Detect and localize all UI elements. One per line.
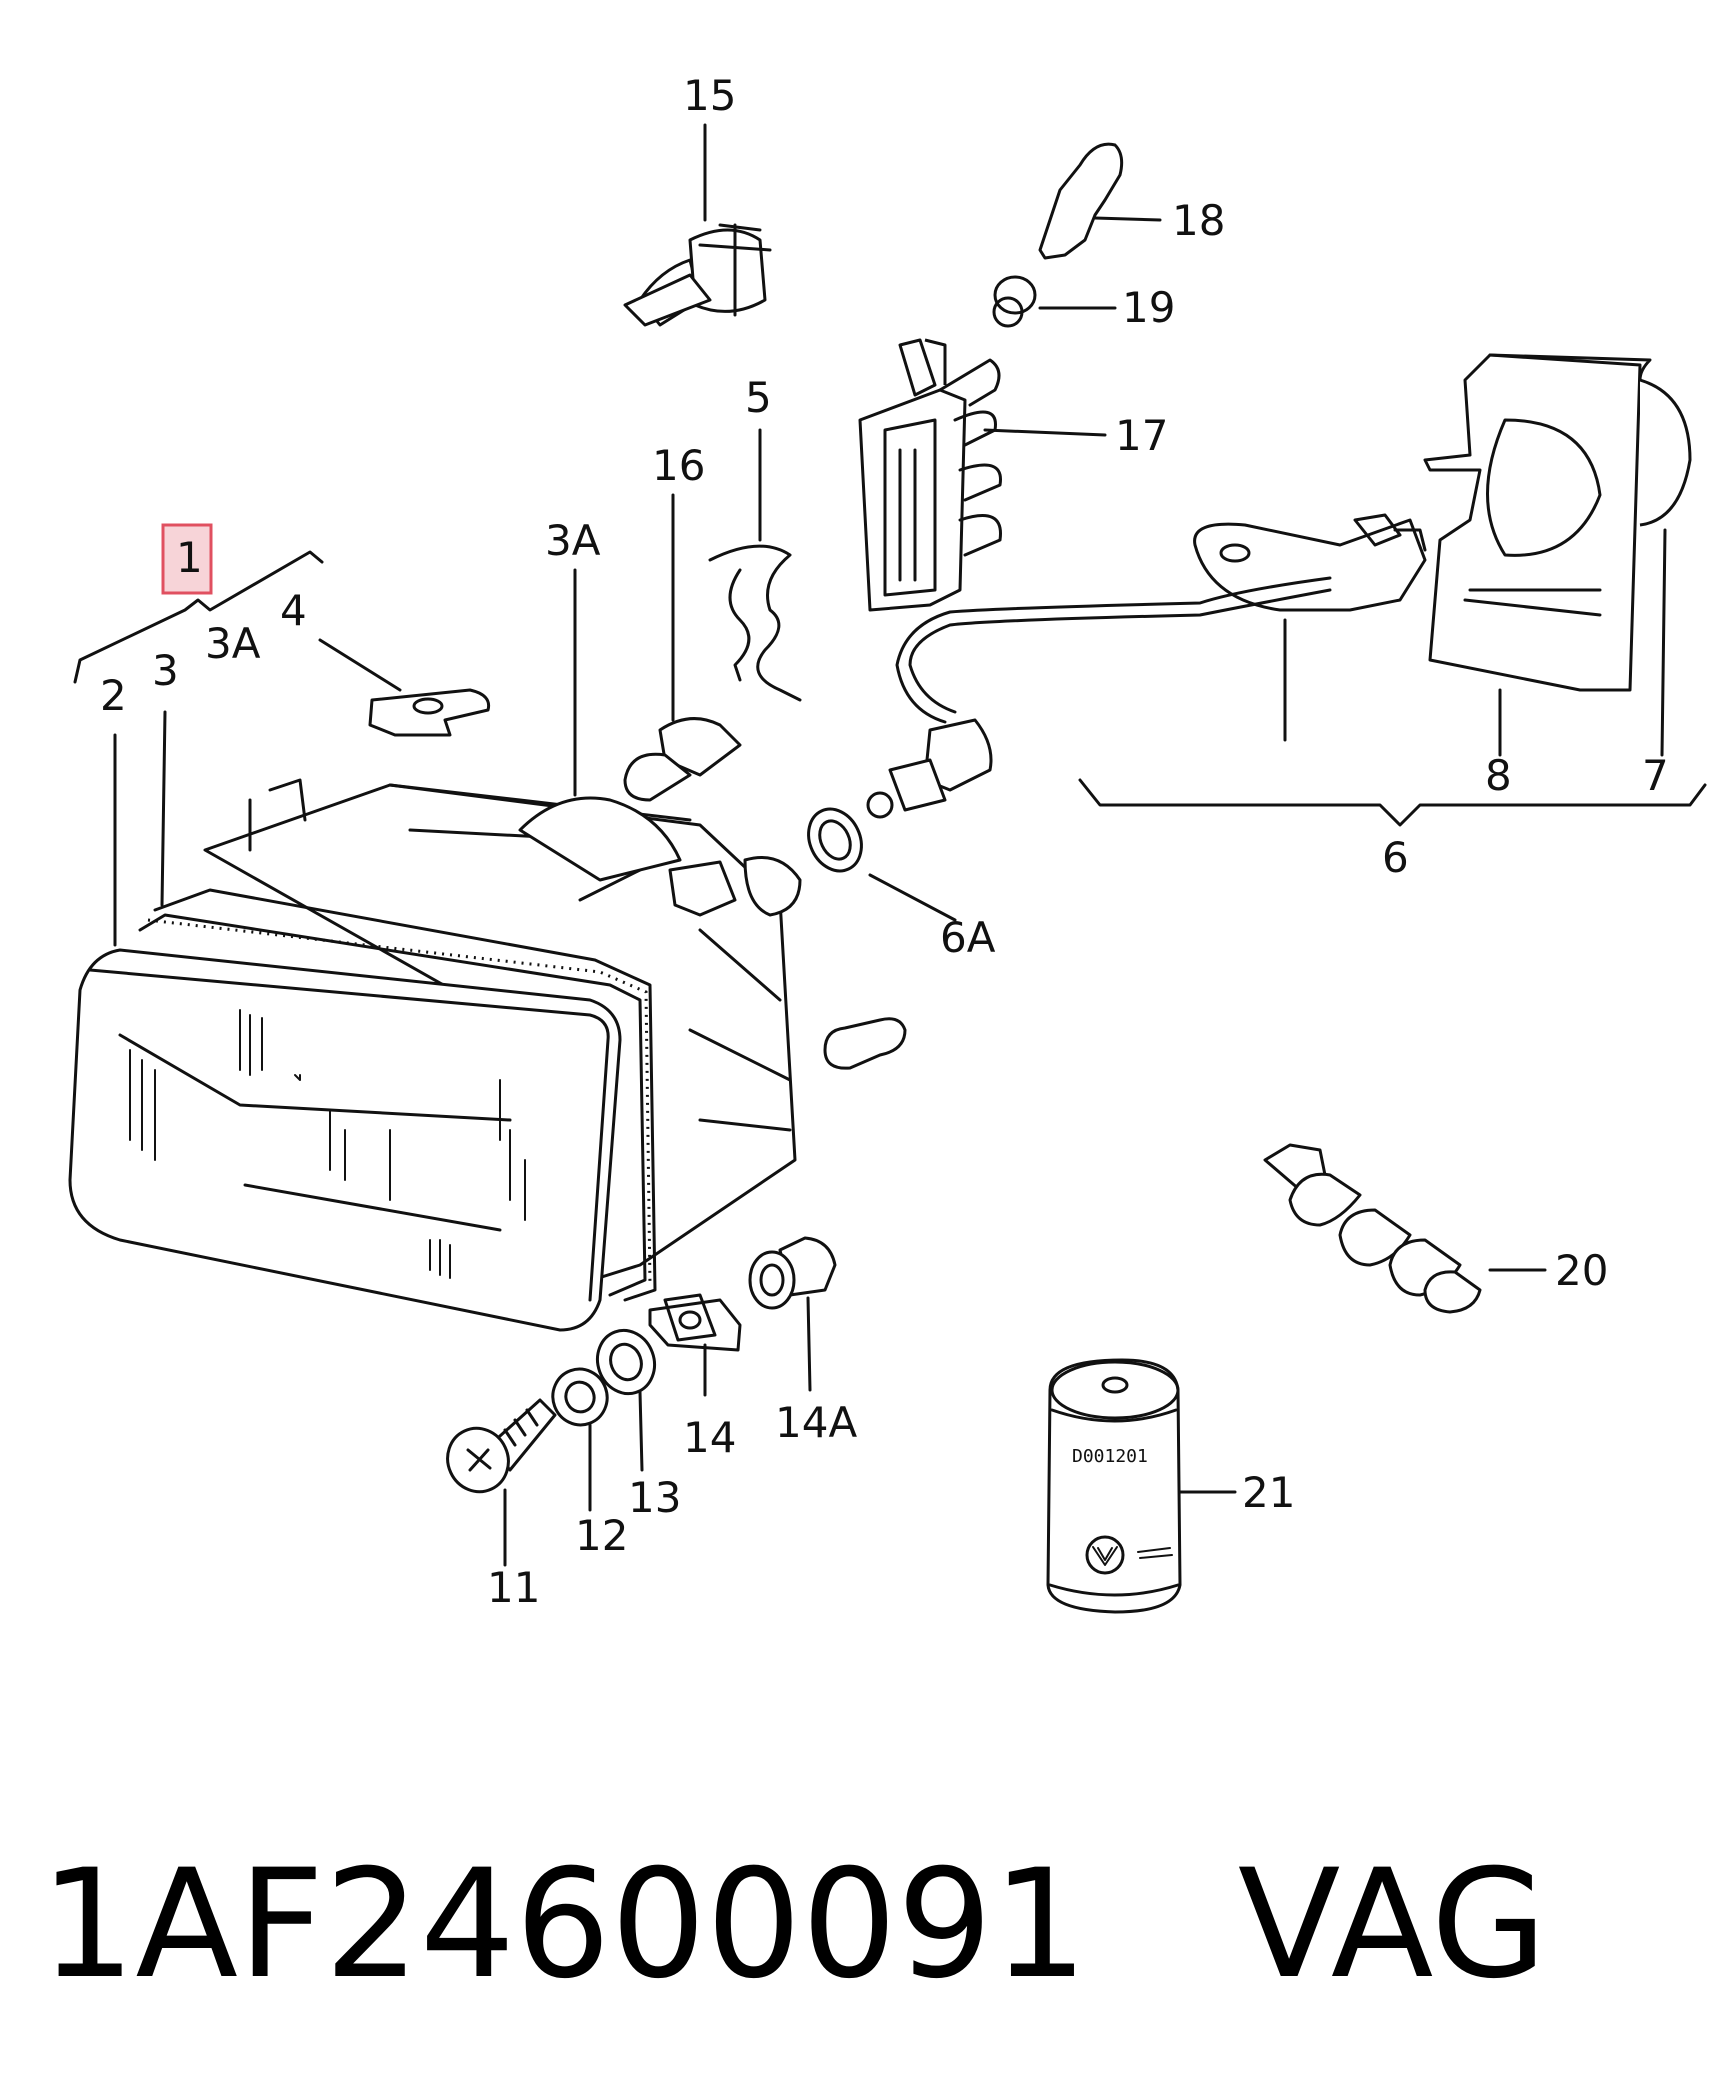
part-1-bracket (73, 550, 324, 684)
leader-18 (1093, 216, 1162, 222)
part-number: 1AF24600091 (40, 1838, 1088, 2012)
leader-17 (983, 428, 1107, 437)
brand-name: VAG (1237, 1838, 1548, 2012)
part-14a-expansion-nut (748, 1236, 837, 1310)
part-11-screw (446, 1398, 557, 1494)
label-4: 4 (280, 586, 307, 635)
part-16-bulb (623, 717, 742, 802)
label-6: 6 (1382, 833, 1409, 882)
label-13: 13 (628, 1473, 681, 1522)
label-2: 2 (100, 671, 127, 720)
leader-6a (868, 873, 957, 922)
label-3a-left: 3A (205, 619, 261, 668)
leader-4 (318, 638, 402, 692)
label-20: 20 (1555, 1246, 1608, 1295)
label-19: 19 (1122, 283, 1175, 332)
part-number-footer: 1AF24600091 VAG (40, 1830, 1680, 2020)
label-14: 14 (683, 1413, 736, 1462)
part-14-speed-nut (648, 1293, 742, 1352)
part-18-terminal (1038, 142, 1124, 260)
part-6-motor-cable (866, 513, 1427, 819)
part-13-washer (596, 1328, 656, 1396)
part-17-connector (858, 338, 1002, 612)
label-8: 8 (1485, 751, 1512, 800)
label-7: 7 (1642, 751, 1669, 800)
label-16: 16 (652, 441, 705, 490)
part-19-grommet (992, 275, 1037, 328)
part-6-bracket (1078, 778, 1707, 827)
label-14a: 14A (775, 1398, 857, 1447)
label-15: 15 (683, 71, 736, 120)
leader-3 (160, 710, 167, 907)
label-12: 12 (575, 1511, 628, 1560)
label-11: 11 (487, 1563, 540, 1612)
label-21: 21 (1242, 1468, 1295, 1517)
label-3a-top: 3A (545, 516, 601, 565)
part-8-actuator-housing (1423, 353, 1692, 692)
label-1: 1 (176, 533, 203, 582)
leader-7 (1660, 528, 1667, 757)
label-6a: 6A (940, 913, 996, 962)
leader-13 (638, 1390, 644, 1472)
part-15-bulb (623, 223, 772, 327)
label-17: 17 (1115, 411, 1168, 460)
part-6a-seal (807, 807, 863, 873)
part-1-highlight[interactable] (161, 523, 213, 595)
label-18: 18 (1172, 196, 1225, 245)
part-12-washer (551, 1367, 609, 1427)
part-5-spring (708, 544, 802, 702)
label-3: 3 (152, 646, 179, 695)
part-20-cable-clip (1263, 1143, 1482, 1314)
leader-14a (806, 1296, 812, 1392)
label-5: 5 (745, 373, 772, 422)
part-21-canister (1046, 1358, 1182, 1614)
side-bulb-small (823, 1017, 907, 1070)
headlight-assembly (68, 778, 802, 1332)
canister-code: D001201 (1072, 1446, 1148, 1467)
